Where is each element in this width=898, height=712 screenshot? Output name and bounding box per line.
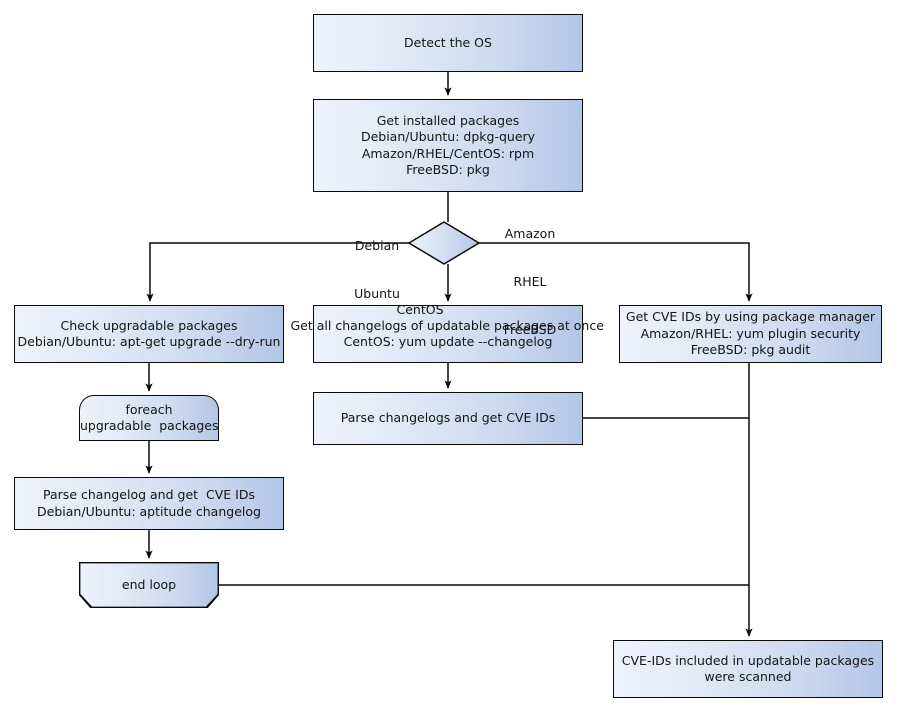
edge-decision-to-package-manager — [479, 242, 753, 302]
edge-label-freebsd: FreeBSD — [503, 322, 557, 337]
node-get-installed-packages-line-4: FreeBSD: pkg — [406, 162, 490, 177]
node-detect-os-label: Detect the OS — [404, 34, 492, 50]
node-get-cve-ids-package-manager-line-2: Amazon/RHEL: yum plugin security — [640, 325, 861, 341]
node-get-installed-packages-line-1: Get installed packages — [376, 112, 520, 128]
node-cve-ids-scanned-line-1: CVE-IDs included in updatable packages — [621, 652, 875, 668]
node-get-cve-ids-package-manager[interactable]: Get CVE IDs by using package manager Ama… — [619, 305, 882, 363]
node-get-all-changelogs[interactable]: Get all changelogs of updatable packages… — [291, 305, 604, 363]
node-end-loop-label: end loop — [121, 576, 177, 592]
edge-label-debian-ubuntu-line-1: Debian — [354, 238, 400, 253]
node-end-loop[interactable]: end loop — [79, 562, 219, 608]
node-parse-changelogs-cve-ids-label: Parse changelogs and get CVE IDs — [340, 410, 556, 426]
node-cve-ids-scanned-line-2: were scanned — [704, 669, 792, 684]
edge-label-amazon: Amazon — [504, 226, 556, 241]
node-get-installed-packages[interactable]: Get installed packages Debian/Ubuntu: dp… — [313, 99, 583, 192]
node-foreach-line-1: foreach — [125, 401, 173, 417]
node-get-all-changelogs-line-2: CentOS: yum update --changelog — [343, 334, 553, 349]
edge-decision-to-check-upgradable — [146, 242, 409, 302]
node-parse-changelog-cve-ids-line-1: Parse changelog and get CVE IDs — [43, 487, 255, 502]
edge-label-amazon-rhel-freebsd: Amazon RHEL FreeBSD — [494, 194, 566, 370]
node-get-cve-ids-package-manager-line-3: FreeBSD: pkg audit — [690, 342, 811, 358]
node-get-all-changelogs-line-1: Get all changelogs of updatable packages… — [290, 317, 604, 333]
node-parse-changelog-cve-ids-line-2: Debian/Ubuntu: aptitude changelog — [37, 503, 261, 519]
node-check-upgradable-packages-line-1: Check upgradable packages — [60, 317, 238, 333]
node-detect-os[interactable]: Detect the OS — [313, 14, 583, 72]
edge-label-centos: CentOS — [390, 270, 450, 350]
node-check-upgradable-packages-line-2: Debian/Ubuntu: apt-get upgrade --dry-run — [17, 334, 281, 349]
node-foreach-line-2: upgradable packages — [80, 418, 219, 433]
node-parse-changelog-cve-ids[interactable]: Parse changelog and get CVE IDs Debian/U… — [14, 477, 284, 530]
node-get-cve-ids-package-manager-line-1: Get CVE IDs by using package manager — [625, 309, 876, 325]
node-cve-ids-scanned[interactable]: CVE-IDs included in updatable packages w… — [613, 640, 883, 698]
node-foreach-upgradable-packages[interactable]: foreach upgradable packages — [79, 395, 219, 441]
os-decision-diamond[interactable] — [407, 221, 481, 265]
edge-label-centos-line-1: CentOS — [396, 302, 444, 317]
node-parse-changelogs-cve-ids[interactable]: Parse changelogs and get CVE IDs — [313, 392, 583, 445]
node-check-upgradable-packages[interactable]: Check upgradable packages Debian/Ubuntu:… — [14, 305, 284, 363]
edge-label-debian-ubuntu: Debian Ubuntu — [347, 206, 407, 334]
edge-label-debian-ubuntu-line-2: Ubuntu — [354, 286, 400, 301]
node-get-installed-packages-line-2: Debian/Ubuntu: dpkg-query — [360, 129, 536, 144]
end-loop-fill — [80, 563, 218, 607]
node-get-installed-packages-line-3: Amazon/RHEL/CentOS: rpm — [361, 145, 535, 161]
edge-label-rhel: RHEL — [513, 274, 547, 289]
